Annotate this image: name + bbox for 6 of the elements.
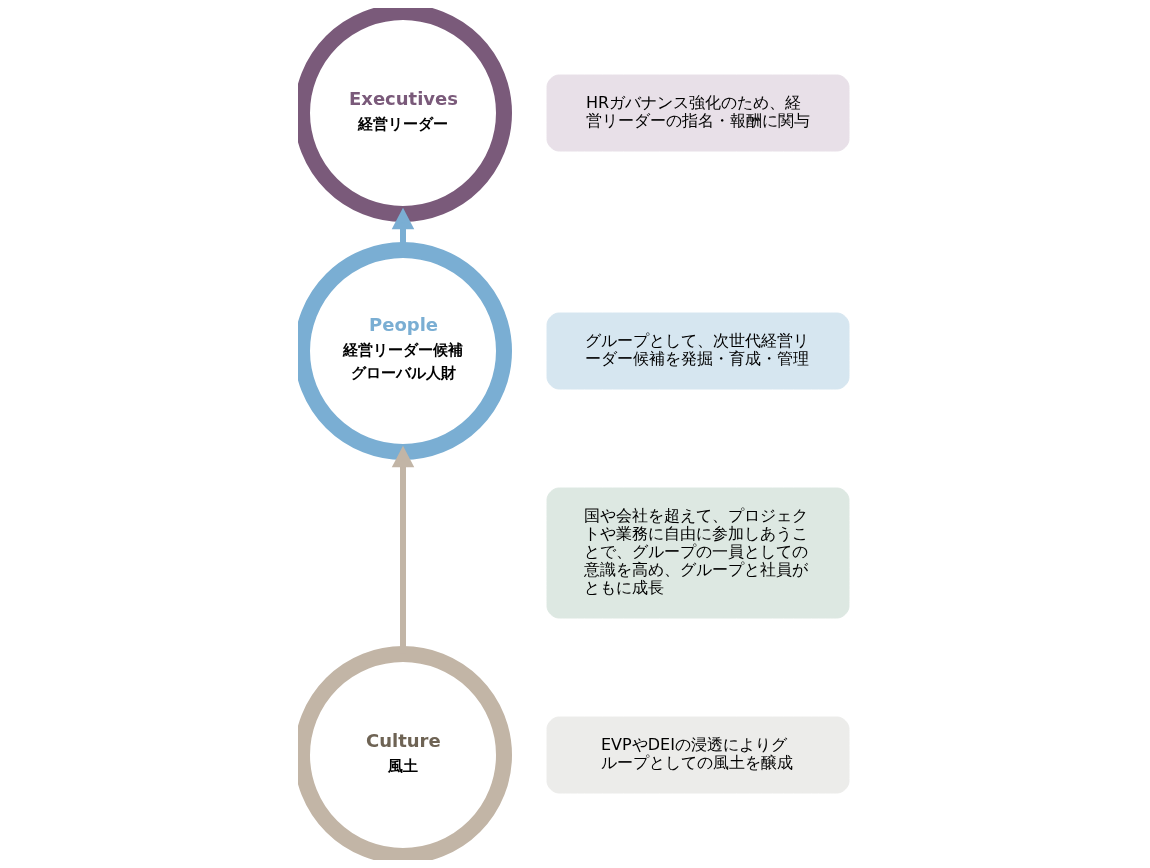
node-circle: People 経営リーダー候補 グローバル人財 [297, 242, 512, 460]
node-box: HRガバナンス強化のため、経営リーダーの指名・報酬に関与 [546, 74, 849, 152]
node-circle: Executives 経営リーダー [297, 8, 512, 222]
node-box: グループとして、次世代経営リーダー候補を発掘・育成・管理 [546, 312, 849, 390]
node-circle: Culture 風土 [297, 646, 512, 860]
node-box: 国や会社を超えて、プロジェクトや業務に自由に参加しあうことで、グループの一員としての意識を高め、グループと社員がともに成長 [546, 487, 849, 619]
